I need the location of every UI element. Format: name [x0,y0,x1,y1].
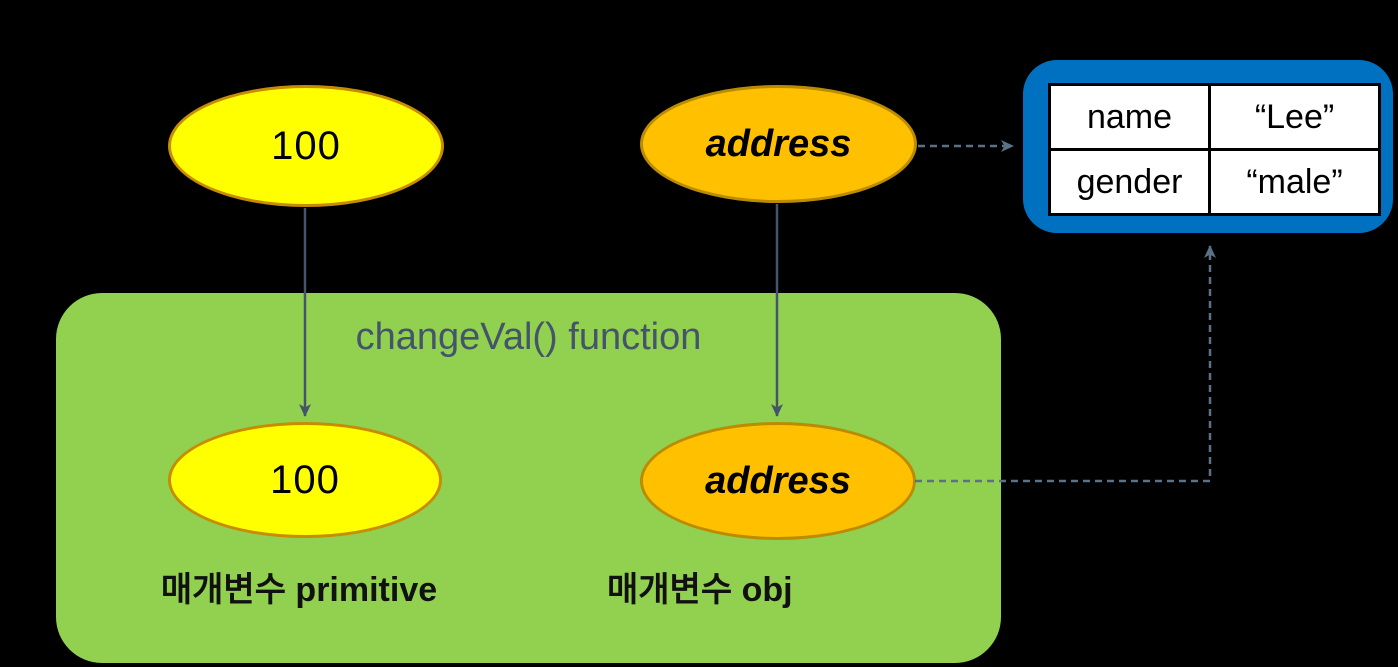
field-name-key: name [1048,83,1211,151]
table-row: name “Lee” [1048,83,1381,151]
param-primitive-ellipse: 100 [168,422,442,538]
function-title: changeVal() function [355,316,702,358]
caller-primitive-ellipse: 100 [168,85,444,207]
param-object-value: address [705,459,851,502]
field-name-value: “Lee” [1208,83,1381,151]
param-object-label: 매개변수 obj [607,571,793,609]
table-row: gender “male” [1048,148,1381,216]
caller-reference-value: address [705,122,852,165]
field-gender-key: gender [1048,148,1211,216]
caller-reference-ellipse: address [640,85,917,203]
field-gender-value: “male” [1208,148,1381,216]
param-primitive-value: 100 [270,457,340,502]
caller-primitive-value: 100 [271,123,341,168]
param-primitive-label: 매개변수 primitive [160,571,438,609]
heap-object-table: name “Lee” gender “male” [1048,83,1381,216]
param-object-ellipse: address [640,422,916,540]
